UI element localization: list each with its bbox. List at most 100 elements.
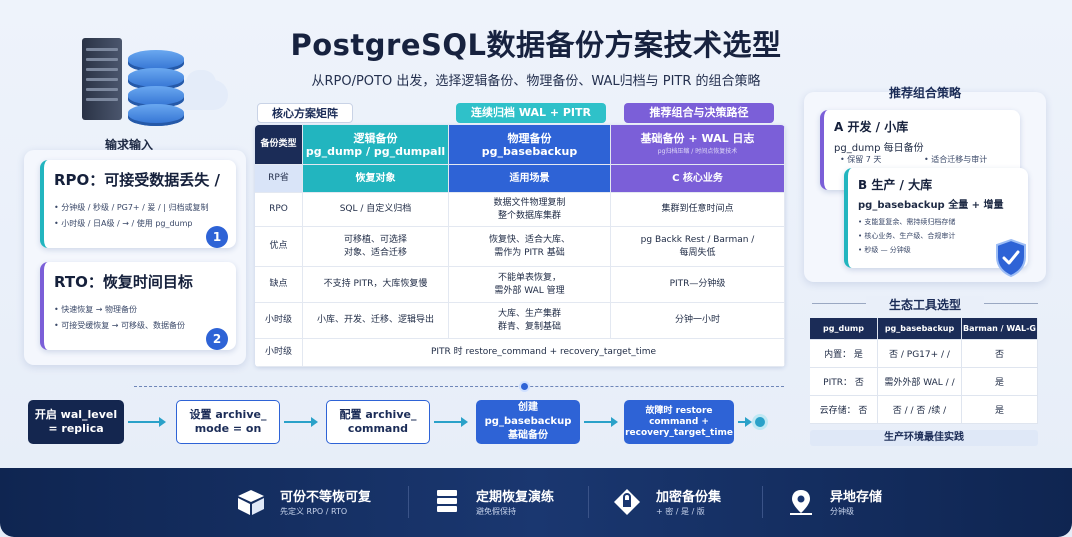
tab-core-matrix: 核心方案矩阵 xyxy=(257,103,353,123)
database-icon xyxy=(128,50,184,72)
map-pin-icon xyxy=(790,490,812,515)
footer-separator xyxy=(588,486,589,518)
eco-header-basebackup: pg_basebackup xyxy=(878,318,962,340)
rto-heading: RTO：恢复时间目标 xyxy=(54,273,193,291)
strategy-title: 推荐组合策略 xyxy=(888,86,961,100)
matrix-cell: 不能单表恢复， 需外部 WAL 管理 xyxy=(449,267,611,303)
flow-step-4: 创建 pg_basebackup 基础备份 xyxy=(476,400,580,444)
rpo-bullet-2: • 小时级 / 日A级 / → / 使用 pg_dump xyxy=(54,219,193,228)
server-rack-icon xyxy=(82,38,122,120)
eco-cell: 否 / / 否 /续 / xyxy=(878,396,962,424)
eco-title: 生态工具选型 xyxy=(866,296,984,313)
eco-cell: 内置： 是 xyxy=(810,340,878,368)
rpo-bullet-1: • 分钟级 / 秒级 / PG7+ / 爰 / | 归档或复制 xyxy=(54,203,209,212)
eco-cell: 需外外部 WAL / / xyxy=(878,368,962,396)
footer-item-sub: 先定义 RPO / RTO xyxy=(280,507,348,516)
matrix-cell: 小库、开发、迁移、逻辑导出 xyxy=(303,303,449,339)
matrix-header-label: 备份类型 xyxy=(255,125,303,165)
matrix-cell: 恢复快、适合大库、 需作为 PITR 基础 xyxy=(449,227,611,267)
footer-separator xyxy=(408,486,409,518)
page-subtitle: 从RPO/POTO 出发，选择逻辑备份、物理备份、WAL归档与 PITR 的组合… xyxy=(311,74,761,89)
flow-arrow xyxy=(128,417,166,427)
flow-dashed-guide xyxy=(134,386,784,387)
eco-cell: 否 xyxy=(962,340,1038,368)
matrix-header-wal-title: 基础备份 + WAL 日志 xyxy=(640,131,755,145)
strategy-a-bullet-1: • 保留 7 天 xyxy=(840,155,882,164)
eco-footer-label: 生产环境最佳实践 xyxy=(810,430,1038,446)
strategy-a-bullet-2: • 适合迁移与审计 xyxy=(924,155,988,164)
strategy-b-heading: B 生产 / 大库 xyxy=(858,178,933,192)
strategy-a-heading: A 开发 / 小库 xyxy=(834,120,909,134)
footer-bar: 可份不等恢可复 先定义 RPO / RTO 定期恢复演练 避免假保持 加密备份集… xyxy=(0,468,1072,537)
matrix-sub-label: RP省 xyxy=(255,165,303,193)
eco-cell: PITR： 否 xyxy=(810,368,878,396)
footer-item-title: 定期恢复演练 xyxy=(476,490,555,505)
flow-end-node-icon xyxy=(752,414,768,430)
strategy-b-bullet-1: • 支能复复余、需持续归档存储 xyxy=(858,218,956,226)
flow-arrow xyxy=(284,417,318,427)
flow-step-5: 故障时 restore command + recovery_target_ti… xyxy=(624,400,734,444)
matrix-sub-col2: 适用场景 xyxy=(449,165,611,193)
matrix-cell: 集群到任意时间点 xyxy=(611,193,785,227)
footer-item-title: 加密备份集 xyxy=(656,490,722,505)
eco-header-barman: Barman / WAL-G xyxy=(962,318,1038,340)
eco-header-pgdump: pg_dump xyxy=(810,318,878,340)
matrix-cell: 分钟一小时 xyxy=(611,303,785,339)
matrix-row-label: 小时级 xyxy=(255,339,303,367)
rpo-card: RPO：可接受数据丢失 / • 分钟级 / 秒级 / PG7+ / 爰 / | … xyxy=(40,160,236,248)
footer-item-sub: 避免假保持 xyxy=(476,507,516,516)
matrix-cell: 不支持 PITR，大库恢复慢 xyxy=(303,267,449,303)
matrix-header-physical: 物理备份 pg_basebackup xyxy=(449,125,611,165)
eco-cell: 否 / PG17+ / / xyxy=(878,340,962,368)
strategy-a-line: pg_dump 每日备份 xyxy=(834,143,924,154)
matrix-cell: SQL / 自定义归档 xyxy=(303,193,449,227)
eco-cell: 云存储： 否 xyxy=(810,396,878,424)
server-stack-icon xyxy=(437,490,457,512)
flow-step-2: 设置 archive_ mode = on xyxy=(176,400,280,444)
input-section-title: 输求输入 xyxy=(104,138,153,152)
matrix-cell: 大库、生产集群 群青、复制基础 xyxy=(449,303,611,339)
footer-item-sub: + 密 / 是 / 版 xyxy=(656,507,705,516)
strategy-b-bullet-2: • 核心业务、生产级、合规审计 xyxy=(858,232,956,240)
matrix-row-label: 优点 xyxy=(255,227,303,267)
matrix-row-label: 小时级 xyxy=(255,303,303,339)
flow-arrow xyxy=(584,417,618,427)
footer-item-title: 可份不等恢可复 xyxy=(280,490,372,505)
flow-arrow xyxy=(738,417,752,427)
step-badge-2: 2 xyxy=(206,328,228,350)
matrix-sub-col1: 恢复对象 xyxy=(303,165,449,193)
core-matrix-table: 备份类型 逻辑备份 pg_dump / pg_dumpall 物理备份 pg_b… xyxy=(255,125,785,367)
strategy-b-line: pg_basebackup 全量 + 增量 xyxy=(858,200,1004,211)
matrix-last-row-text: PITR 时 restore_command + recovery_target… xyxy=(303,339,785,367)
matrix-cell: 可移植、可选择 对象、适合迁移 xyxy=(303,227,449,267)
matrix-row-label: 缺点 xyxy=(255,267,303,303)
rpo-heading: RPO：可接受数据丢失 / xyxy=(54,171,220,189)
footer-item-title: 异地存储 xyxy=(830,490,883,505)
flow-step-1: 开启 wal_level = replica xyxy=(28,400,124,444)
flow-step-3: 配置 archive_ command xyxy=(326,400,430,444)
strategy-b-bullet-3: • 秒级 — 分钟级 xyxy=(858,246,911,254)
matrix-header-logical: 逻辑备份 pg_dump / pg_dumpall xyxy=(303,125,449,165)
flow-guide-node-icon xyxy=(519,381,530,392)
matrix-row-label: RPO xyxy=(255,193,303,227)
eco-cell: 是 xyxy=(962,368,1038,396)
strategy-card-b: B 生产 / 大库 pg_basebackup 全量 + 增量 • 支能复复余、… xyxy=(844,168,1028,268)
step-badge-1: 1 xyxy=(206,226,228,248)
eco-table: pg_dump pg_basebackup Barman / WAL-G 内置：… xyxy=(810,318,1038,426)
rto-bullet-2: • 可接受缓恢复 → 可移级、数据备份 xyxy=(54,321,186,330)
matrix-header-wal: 基础备份 + WAL 日志 pg归档压缩 / 时间点恢复技术 xyxy=(611,125,785,165)
tab-wal-pitr: 连续归档 WAL + PITR xyxy=(456,103,606,123)
matrix-cell: PITR—分钟级 xyxy=(611,267,785,303)
matrix-header-wal-note: pg归档压缩 / 时间点恢复技术 xyxy=(657,147,738,155)
page-title: PostgreSQL数据备份方案技术选型 xyxy=(290,28,782,62)
matrix-cell: 数据文件物理复制 整个数据库集群 xyxy=(449,193,611,227)
lock-tag-icon xyxy=(614,489,640,515)
shield-check-icon xyxy=(996,238,1026,278)
eco-cell: 是 xyxy=(962,396,1038,424)
server-illustration xyxy=(62,30,232,130)
rto-bullet-1: • 快速恢复 → 物理备份 xyxy=(54,305,138,314)
matrix-sub-col3: C 核心业务 xyxy=(611,165,785,193)
box-icon xyxy=(238,490,264,515)
footer-item-sub: 分钟级 xyxy=(830,507,854,516)
tab-decision-path: 推荐组合与决策路径 xyxy=(624,103,774,123)
